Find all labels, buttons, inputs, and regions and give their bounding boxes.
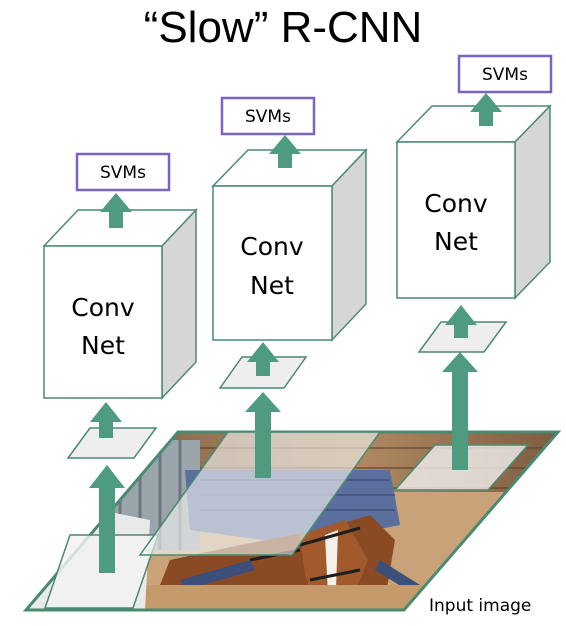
up-arrow-icon (245, 392, 281, 478)
net-to-svm-arrows (100, 93, 502, 228)
input-image-label: Input image (429, 596, 531, 616)
conv-net-2: Conv Net (211, 148, 368, 342)
up-arrow-icon (89, 465, 125, 573)
svm-box-2: SVMs (220, 96, 316, 136)
conv-net-label-line2: Net (250, 271, 294, 300)
svm-box-3: SVMs (457, 54, 553, 94)
up-arrow-icon (442, 352, 478, 470)
up-arrow-icon (100, 193, 132, 228)
conv-net-label-line2: Net (81, 331, 125, 360)
conv-net-label-line1: Conv (424, 189, 488, 218)
conv-net-label-line1: Conv (240, 232, 304, 261)
conv-net-1: Conv Net (42, 208, 198, 400)
up-arrow-icon (90, 402, 122, 438)
up-arrow-icon (269, 135, 301, 168)
conv-net-label-line2: Net (434, 227, 478, 256)
region-to-net-arrows (90, 305, 477, 438)
svm-label: SVMs (482, 65, 528, 85)
up-arrow-icon (445, 305, 477, 338)
up-arrow-icon (470, 93, 502, 126)
svm-label: SVMs (245, 107, 291, 127)
svm-box-1: SVMs (75, 152, 171, 192)
conv-net-label-line1: Conv (71, 293, 135, 322)
warped-region-1 (66, 427, 158, 459)
conv-net-3: Conv Net (395, 104, 552, 300)
up-arrow-icon (247, 342, 279, 376)
image-to-region-arrows (89, 352, 478, 573)
diagram-title: “Slow” R-CNN (143, 3, 423, 52)
region-proposals (43, 431, 530, 609)
svm-label: SVMs (100, 163, 146, 183)
region-proposal-middle (138, 431, 382, 556)
